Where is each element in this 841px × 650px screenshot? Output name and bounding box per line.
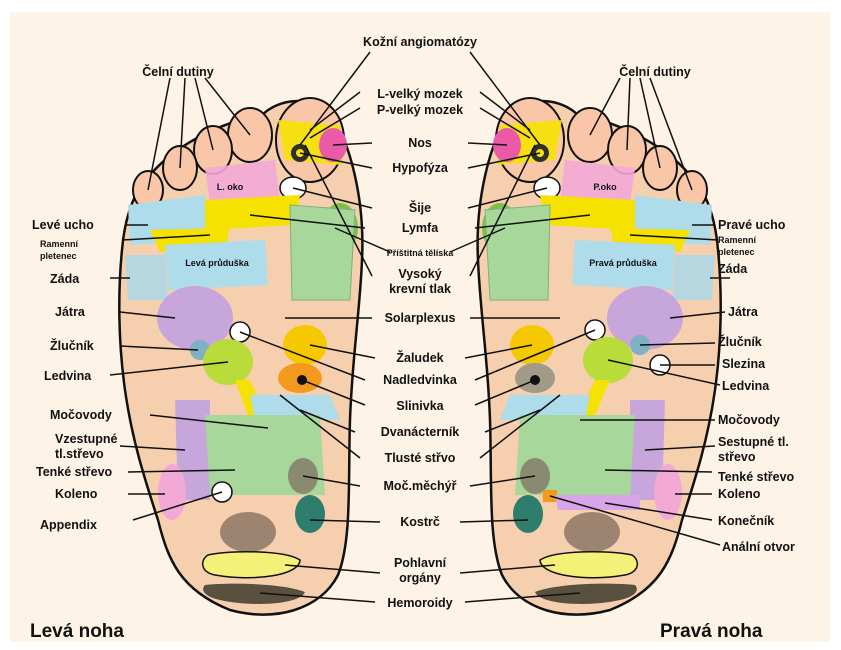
label-vzestupne: Vzestupné — [55, 432, 118, 446]
label-p-velky-mozek: P-velký mozek — [377, 103, 463, 117]
label-zlucnik-right: Žlučník — [718, 334, 762, 349]
label-solarplexus: Solarplexus — [385, 311, 456, 325]
label-sije: Šije — [409, 200, 431, 215]
label-strevo: střevo — [718, 450, 756, 464]
label-l-velky-mozek: L-velký mozek — [377, 87, 463, 101]
label-leva-noha: Levá noha — [30, 621, 124, 642]
right-lymph-zone — [540, 195, 635, 230]
label-ledvina-right: Ledvina — [722, 379, 770, 393]
left-heel-zone — [220, 512, 276, 552]
label-p-oko: P.oko — [593, 182, 617, 192]
label-konecnik: Konečník — [718, 514, 774, 528]
label-leva-pruduska: Levá průduška — [185, 258, 250, 268]
label-zlucnik-left: Žlučník — [50, 338, 94, 353]
left-stomach-zone — [283, 325, 327, 365]
label-mocovody-right: Močovody — [718, 413, 780, 427]
label-koleno-right: Koleno — [718, 487, 761, 501]
left-knee-zone — [158, 464, 186, 520]
label-appendix: Appendix — [40, 518, 97, 532]
label-prava-noha: Pravá noha — [660, 621, 763, 642]
right-blood-pressure-zone — [485, 205, 550, 300]
label-sestupne-tl: Sestupné tl. — [718, 435, 789, 449]
label-jatra-left: Játra — [55, 305, 86, 319]
label-mocovody-left: Močovody — [50, 408, 112, 422]
label-ramenni-left: Ramenní — [40, 239, 79, 249]
label-zada-left: Záda — [50, 272, 80, 286]
label-pletenec-right: pletenec — [718, 247, 755, 257]
label-koleno-left: Koleno — [55, 487, 98, 501]
label-hypofyza: Hypofýza — [392, 161, 449, 175]
label-tluste-strevo: Tlusté střvo — [385, 451, 456, 465]
label-zaludek: Žaludek — [396, 350, 443, 365]
label-slezina: Slezina — [722, 357, 766, 371]
label-moc-mechyr: Moč.měchýř — [384, 479, 457, 493]
label-tl-strevo: tl.střevo — [55, 447, 104, 461]
right-back-zone — [672, 255, 715, 300]
label-celni-dutiny-left: Čelní dutiny — [142, 64, 214, 79]
label-prave-ucho: Pravé ucho — [718, 218, 786, 232]
label-hemoroidy: Hemoroidy — [387, 596, 452, 610]
label-kozni-angiomatozy: Kožní angiomatózy — [363, 35, 477, 49]
left-lymph-zone — [205, 195, 300, 230]
left-coccyx-zone — [295, 495, 325, 533]
right-coccyx-zone — [513, 495, 543, 533]
label-lymfa: Lymfa — [402, 221, 439, 235]
label-zada-right: Záda — [718, 262, 748, 276]
label-l-oko: L. oko — [217, 182, 244, 192]
label-dvanacternik: Dvanácterník — [381, 425, 460, 439]
right-heel-zone — [564, 512, 620, 552]
label-celni-dutiny-right: Čelní dutiny — [619, 64, 691, 79]
label-krevni-tlak: krevní tlak — [389, 282, 451, 296]
label-jatra-right: Játra — [728, 305, 759, 319]
label-kostrc: Kostrč — [400, 515, 440, 529]
label-prava-pruduska: Pravá průduška — [589, 258, 658, 268]
label-nos: Nos — [408, 136, 432, 150]
label-pohlavni: Pohlavní — [394, 556, 447, 570]
label-vysoky: Vysoký — [398, 267, 441, 281]
label-tenke-strevo-left: Tenké střevo — [36, 465, 113, 479]
right-rectum-zone — [555, 495, 640, 510]
label-pristitna-teliska: Příštitná tělíska — [387, 248, 455, 258]
label-leve-ucho: Levé ucho — [32, 218, 94, 232]
label-ramenni-right: Ramenní — [718, 235, 757, 245]
label-ledvina-left: Ledvina — [44, 369, 92, 383]
label-pletenec-left: pletenec — [40, 251, 77, 261]
label-slinivka: Slinivka — [396, 399, 444, 413]
label-organy: orgány — [399, 571, 441, 585]
left-back-zone — [125, 255, 168, 300]
label-tenke-strevo-right: Tenké střevo — [718, 470, 795, 484]
left-blood-pressure-zone — [290, 205, 355, 300]
label-nadledvinka: Nadledvinka — [383, 373, 458, 387]
label-analni-otvor: Anální otvor — [722, 540, 795, 554]
